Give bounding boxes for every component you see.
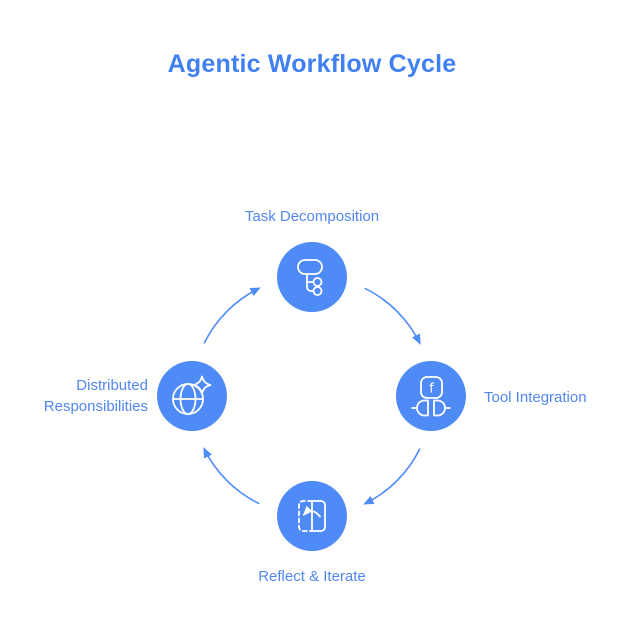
- mirror-flip-arrow-icon: [298, 500, 326, 532]
- flowchart-tree-icon: [297, 259, 323, 296]
- globe-sparkle-icon: [172, 375, 212, 415]
- arrow-bottom-to-left-icon: [203, 447, 260, 505]
- sparkle-icon: [192, 375, 212, 395]
- node-task-decomposition: [277, 242, 347, 312]
- function-plug-icon: f: [411, 376, 451, 417]
- page-title: Agentic Workflow Cycle: [167, 50, 457, 78]
- label-reflect-iterate: Reflect & Iterate: [258, 568, 366, 585]
- arrow-right-to-bottom-icon: [363, 448, 421, 505]
- node-reflect-iterate: [277, 481, 347, 551]
- label-tool-integration: Tool Integration: [484, 389, 587, 406]
- label-distributed-responsibilities: Distributed Responsibilities: [43, 377, 148, 415]
- label-task-decomposition: Task Decomposition: [244, 208, 380, 225]
- arrow-top-to-right-icon: [364, 287, 421, 345]
- node-distributed-responsibilities: [157, 361, 227, 431]
- node-tool-integration: f: [396, 361, 466, 431]
- arrow-left-to-top-icon: [203, 287, 261, 344]
- function-letter: f: [429, 381, 435, 397]
